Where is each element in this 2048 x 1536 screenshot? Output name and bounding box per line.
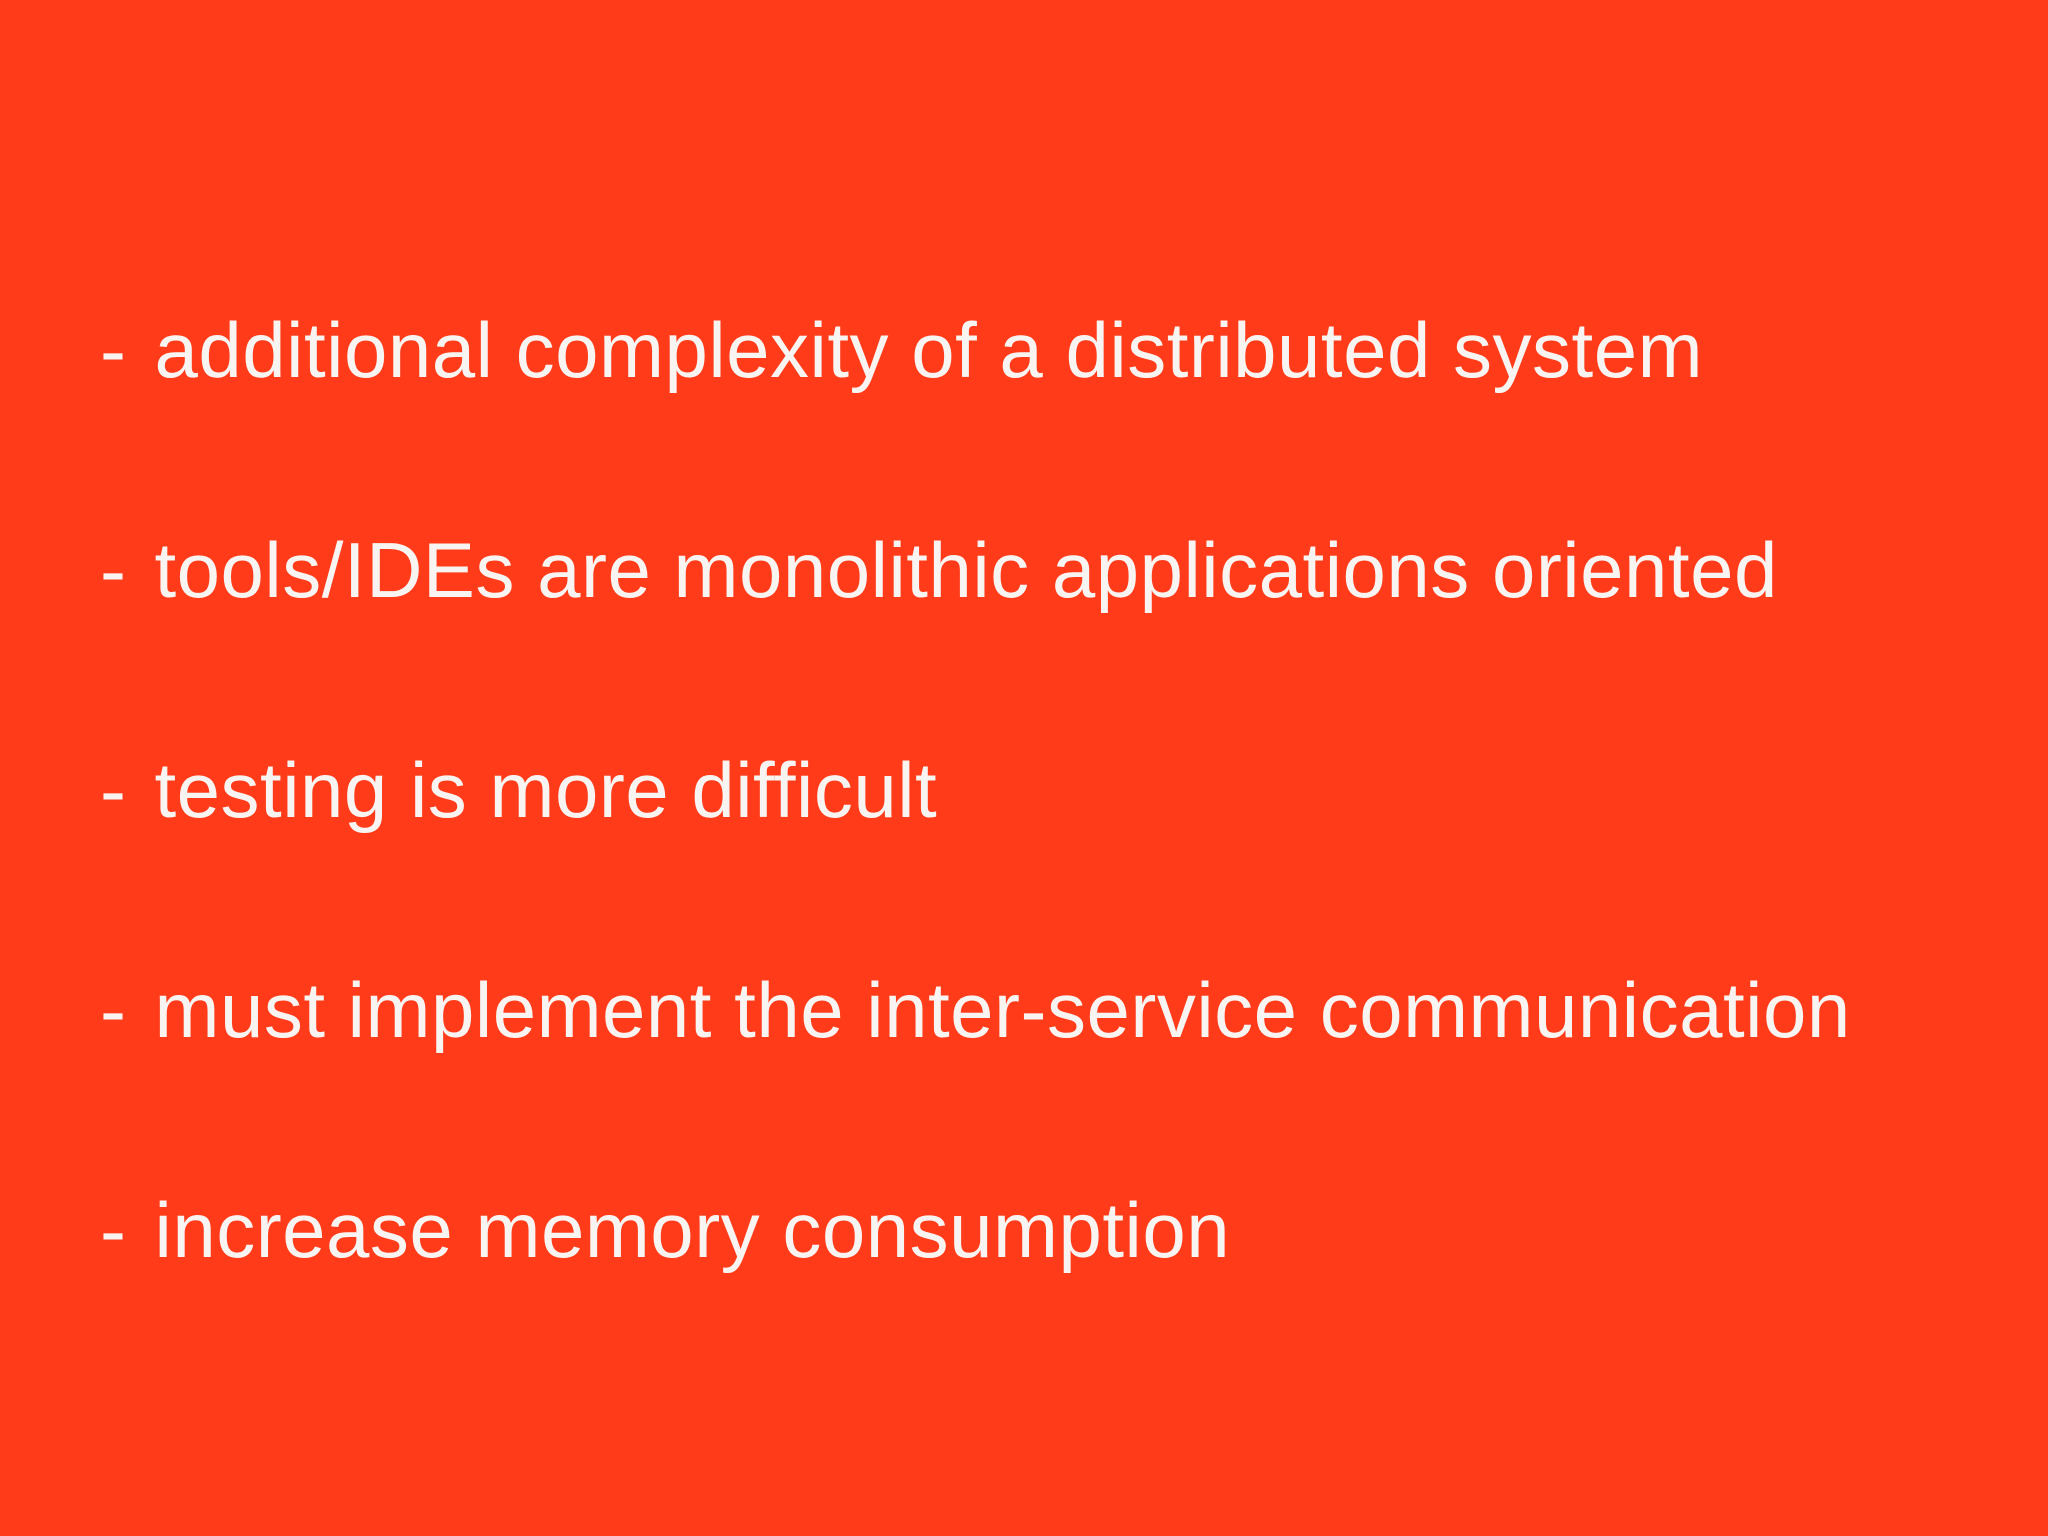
bullet-dash: -	[100, 1185, 127, 1274]
bullet-text: testing is more difficult	[154, 745, 938, 834]
bullet-dash: -	[100, 745, 127, 834]
bullet-text: must implement the inter-service communi…	[154, 965, 1851, 1054]
bullet-item: - tools/IDEs are monolithic applications…	[100, 460, 2008, 680]
bullet-text: tools/IDEs are monolithic applications o…	[154, 525, 1778, 614]
bullet-item: - must implement the inter-service commu…	[100, 900, 2008, 1120]
bullet-text: increase memory consumption	[154, 1185, 1231, 1274]
bullet-item: - additional complexity of a distributed…	[100, 240, 2008, 460]
bullet-text: additional complexity of a distributed s…	[154, 305, 1704, 394]
bullet-dash: -	[100, 965, 127, 1054]
bullet-item: - testing is more difficult	[100, 680, 2008, 900]
bullet-dash: -	[100, 525, 127, 614]
bullet-list: - additional complexity of a distributed…	[100, 240, 2008, 1340]
bullet-dash: -	[100, 305, 127, 394]
bullet-item: - increase memory consumption	[100, 1120, 2008, 1340]
